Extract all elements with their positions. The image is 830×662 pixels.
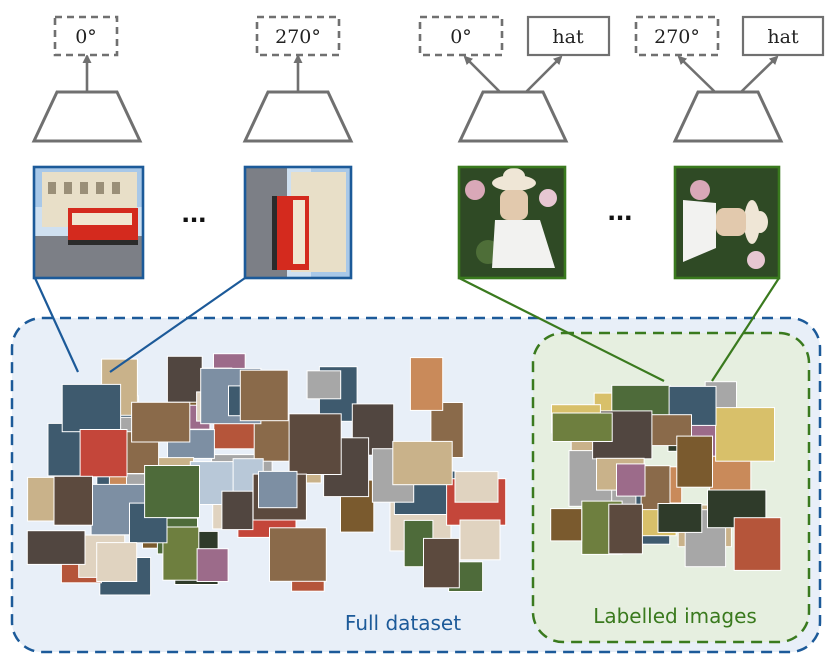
- collage-photo-tile: [288, 413, 342, 475]
- collage-photo-tile: [608, 503, 643, 555]
- collage-photo-tile: [53, 475, 93, 526]
- full-dataset-collage: [26, 353, 507, 596]
- ellipsis-icon: ...: [607, 194, 632, 227]
- class-output-box-1: [526, 15, 611, 57]
- rotation-output-label-2: 270°: [275, 26, 321, 48]
- collage-photo-tile: [253, 419, 292, 462]
- rotation-output-label-4: 270°: [654, 26, 700, 48]
- input-image-hat-rotated: [675, 167, 779, 278]
- arrow-icon: [525, 55, 563, 93]
- collage-photo-tile: [423, 537, 460, 589]
- collage-photo-tile: [258, 470, 298, 509]
- collage-photo-tile: [409, 357, 444, 411]
- ellipsis-icon: ...: [181, 196, 206, 229]
- link-line-hat-rotated: [711, 277, 780, 382]
- collage-photo-tile: [676, 435, 713, 488]
- collage-photo-tile: [733, 517, 782, 571]
- rotation-output-box-2: [255, 15, 341, 57]
- collage-photo-tile: [96, 542, 138, 582]
- trapezoid-network-icon: [457, 90, 569, 143]
- trapezoid-network-icon: [31, 90, 143, 143]
- collage-photo-tile: [392, 440, 453, 486]
- full-dataset-caption: Full dataset: [345, 611, 461, 635]
- labelled-images-collage: [550, 381, 782, 571]
- rotation-output-box-3: [418, 15, 504, 57]
- input-image-frame: [243, 165, 353, 280]
- class-output-box-2: [741, 15, 825, 57]
- link-line-tram-rotated: [109, 277, 246, 373]
- collage-photo-tile: [144, 465, 201, 519]
- input-image-frame: [457, 165, 567, 280]
- input-image-tram-original: [34, 167, 143, 278]
- rotation-output-box-4: [634, 15, 720, 57]
- rotation-output-label-1: 0°: [75, 26, 97, 48]
- collage-photo-tile: [616, 463, 646, 497]
- labelled-images-caption: Labelled images: [593, 604, 757, 628]
- input-image-tram-rotated: [245, 167, 351, 278]
- collage-photo-tile: [221, 490, 254, 531]
- collage-photo-tile: [657, 503, 703, 533]
- class-output-label-1: hat: [552, 26, 584, 48]
- collage-photo-tile: [79, 429, 128, 478]
- arrow-icon: [677, 55, 716, 93]
- input-image-hat-original: [459, 167, 565, 278]
- collage-photo-tile: [162, 526, 200, 581]
- collage-photo-tile: [239, 369, 289, 422]
- collage-photo-tile: [640, 465, 671, 511]
- collage-photo-tile: [131, 401, 191, 443]
- arrow-icon: [463, 55, 501, 93]
- trapezoid-network-icon: [242, 90, 354, 143]
- collage-photo-tile: [26, 530, 86, 565]
- collage-photo-tile: [454, 471, 499, 503]
- collage-photo-tile: [61, 383, 122, 433]
- link-line-tram-original: [33, 277, 80, 373]
- collage-photo-tile: [269, 527, 327, 582]
- input-image-frame: [673, 165, 781, 280]
- arrow-icon: [740, 55, 779, 93]
- collage-photo-tile: [196, 548, 229, 583]
- rotation-output-label-3: 0°: [450, 26, 472, 48]
- collage-photo-tile: [550, 508, 583, 542]
- collage-photo-tile: [459, 519, 501, 561]
- trapezoid-network-icon: [672, 90, 784, 143]
- collage-photo-tile: [306, 370, 342, 400]
- rotation-output-box-1: [53, 15, 119, 57]
- collage-photo-tile: [551, 412, 613, 442]
- link-line-hat-original: [458, 277, 665, 382]
- class-output-label-2: hat: [767, 26, 799, 48]
- input-image-frame: [32, 165, 145, 280]
- collage-photo-tile: [715, 407, 775, 462]
